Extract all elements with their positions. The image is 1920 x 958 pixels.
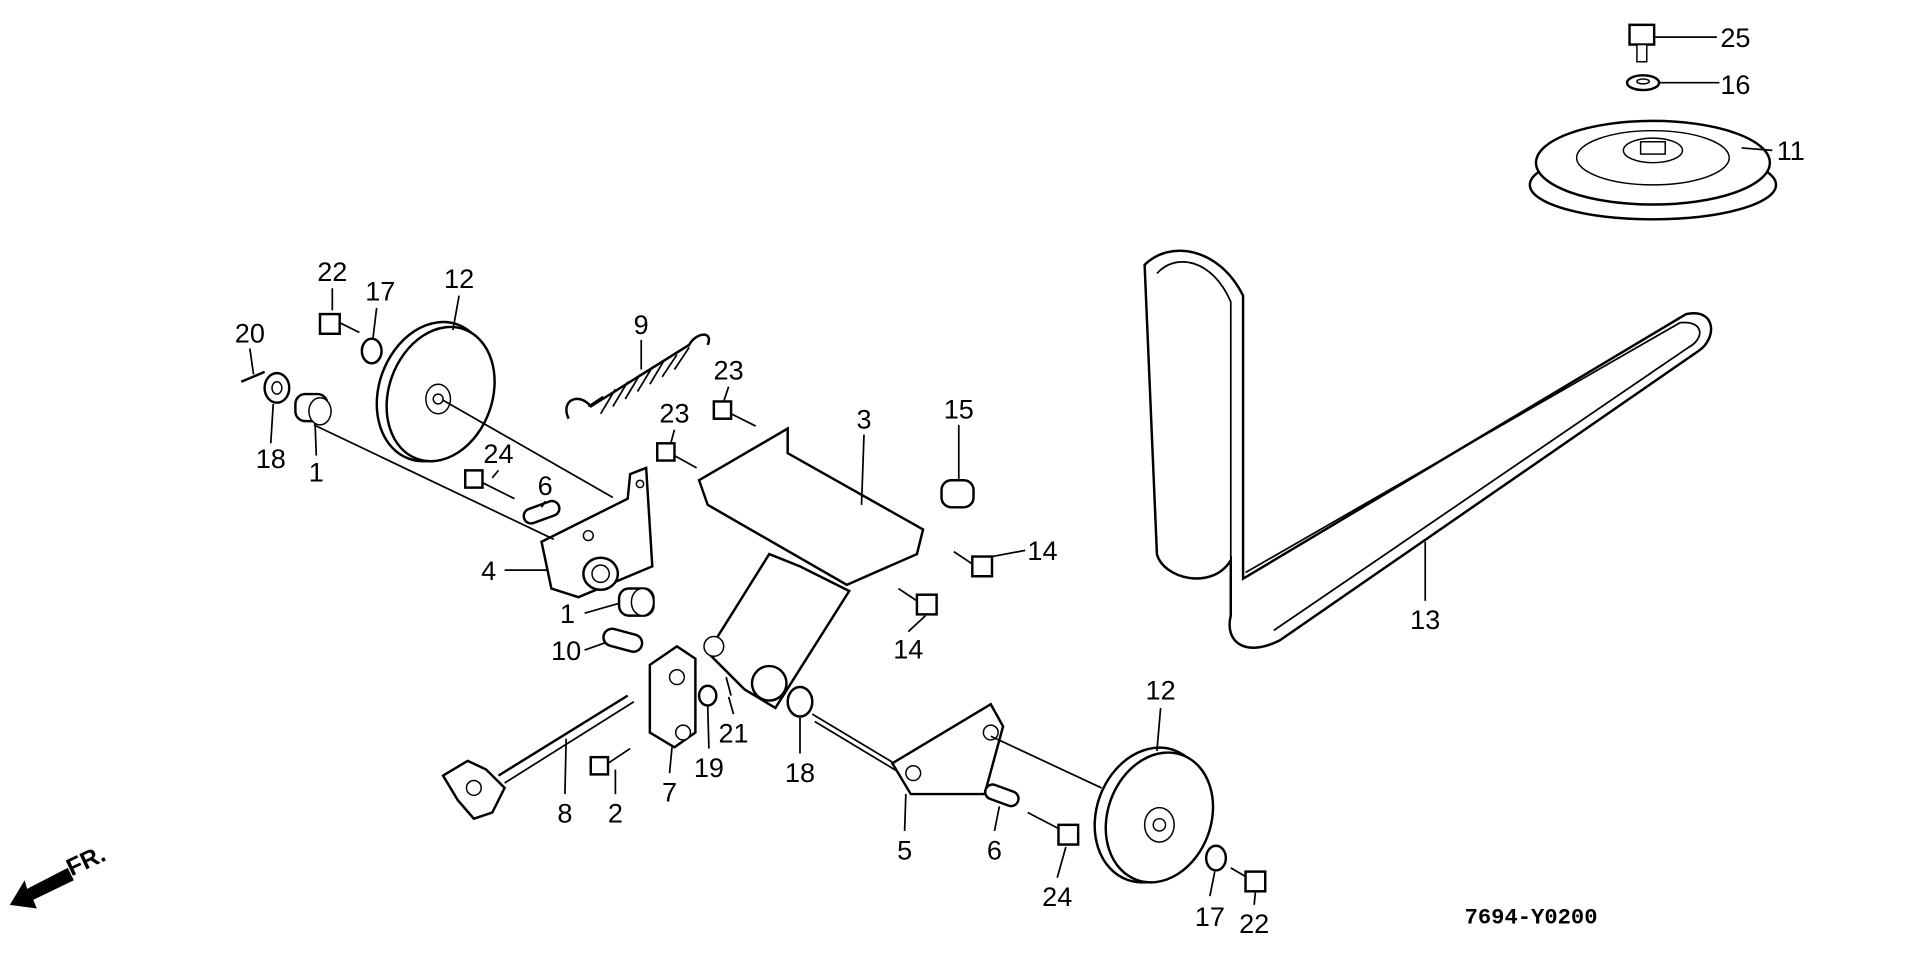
bolt-14-a [953, 550, 994, 578]
clip-21 [725, 676, 732, 696]
callout-23: 23 [714, 354, 744, 385]
washer-17-lower [1204, 844, 1228, 872]
callout-9: 9 [634, 309, 649, 340]
callout-22: 22 [1239, 908, 1269, 939]
callout-24: 24 [483, 438, 513, 469]
bolt-23-a [712, 400, 757, 427]
collar-1-lower [617, 587, 655, 617]
pin-6-lower [983, 783, 1020, 808]
collar-1-upper [294, 392, 332, 426]
diagram-code: 7694-Y0200 [1465, 905, 1598, 930]
callout-15: 15 [944, 394, 974, 425]
callout-20: 20 [235, 317, 265, 348]
leader-lines [248, 36, 1773, 905]
bolt-14-b [897, 587, 938, 616]
pin-2 [589, 747, 631, 776]
callout-10: 10 [551, 635, 581, 666]
callout-14: 14 [893, 634, 923, 665]
pin-6-upper [522, 499, 561, 525]
washer-16 [1625, 74, 1661, 92]
callout-18: 18 [256, 443, 286, 474]
callout-16: 16 [1720, 69, 1750, 100]
knob-bolt-8 [441, 694, 635, 821]
bolt-22-upper [318, 312, 360, 336]
callout-22: 22 [317, 256, 347, 287]
pulley-12-upper [375, 320, 496, 463]
bracket-3 [697, 426, 925, 710]
callout-6: 6 [538, 470, 553, 501]
washer-18-upper [263, 371, 291, 404]
callout-3: 3 [856, 404, 871, 435]
washer-18-lower [786, 685, 814, 718]
callout-8: 8 [557, 797, 572, 828]
callout-11: 11 [1777, 135, 1805, 166]
callout-17: 17 [365, 276, 395, 307]
callout-24: 24 [1042, 881, 1072, 912]
bolt-22-lower [1230, 867, 1267, 893]
callout-25: 25 [1720, 22, 1750, 53]
collar-15 [940, 479, 975, 509]
pulley-11 [1528, 119, 1778, 221]
callout-6: 6 [987, 834, 1002, 865]
belt-13 [1143, 249, 1713, 649]
callout-2: 2 [608, 797, 623, 828]
callout-7: 7 [662, 776, 677, 807]
callout-17: 17 [1195, 901, 1225, 932]
washer-17-upper [360, 337, 383, 365]
bracket-4 [540, 466, 654, 599]
callout-18: 18 [785, 757, 815, 788]
bolt-24-upper [464, 469, 515, 500]
callout-14: 14 [1027, 535, 1057, 566]
callout-1: 1 [560, 598, 575, 629]
pin-10 [602, 627, 644, 653]
callout-19: 19 [694, 752, 724, 783]
front-direction-arrow-icon [9, 867, 74, 909]
callout-12: 12 [1146, 674, 1176, 705]
bolt-24-lower [1027, 811, 1080, 846]
block-7 [648, 644, 697, 749]
pin-20 [240, 370, 266, 383]
bracket-5 [811, 702, 1005, 796]
callout-23: 23 [659, 397, 689, 428]
callout-12: 12 [444, 263, 474, 294]
callout-13: 13 [1410, 604, 1440, 635]
callout-1: 1 [309, 456, 324, 487]
callout-5: 5 [897, 834, 912, 865]
callout-21: 21 [718, 717, 748, 748]
bolt-23-b [656, 442, 698, 469]
pulley-12-lower [1093, 746, 1215, 884]
bolt-25 [1628, 23, 1656, 63]
washer-19 [697, 684, 718, 707]
callout-4: 4 [481, 555, 496, 586]
spring-9 [565, 333, 711, 420]
